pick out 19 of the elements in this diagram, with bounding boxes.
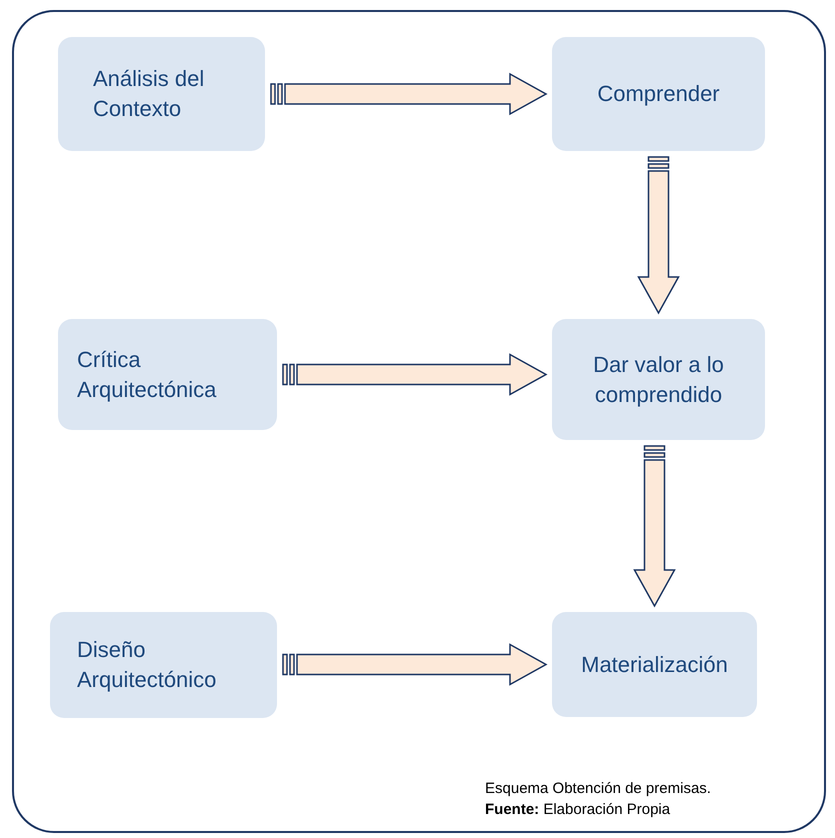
box-label: Crítica Arquitectónica <box>77 346 218 404</box>
block-arrow <box>282 643 548 686</box>
process-box <box>552 319 765 440</box>
box-label: Materialización <box>581 650 728 679</box>
block-arrow <box>282 353 548 396</box>
block-arrow <box>637 156 680 315</box>
process-box <box>58 319 277 430</box>
box-label: Comprender <box>597 80 720 108</box>
box-label: Diseño Arquitectónico <box>77 636 218 694</box>
caption-note: Fuente: Elaboración Propia <box>485 801 670 818</box>
process-box <box>552 37 765 151</box>
caption-note: Esquema Obtención de premisas. <box>485 780 711 797</box>
process-box <box>552 612 757 717</box>
box-label: Análisis del Contexto <box>93 65 206 123</box>
block-arrow <box>270 72 548 116</box>
box-label: Dar valor a lo comprendido <box>592 350 725 409</box>
process-box <box>50 612 277 718</box>
block-arrow <box>633 445 676 608</box>
process-box <box>58 37 265 151</box>
